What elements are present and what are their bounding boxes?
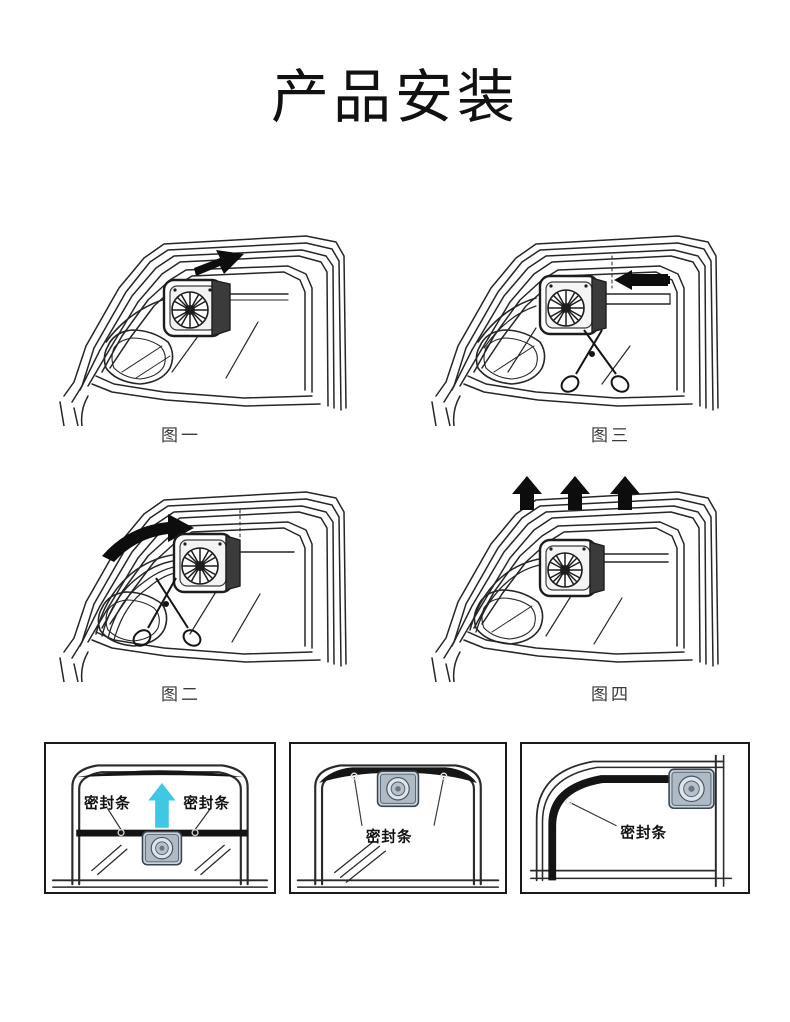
solar-fan-device	[376, 770, 420, 808]
figure-4: 图四	[416, 452, 766, 710]
solar-fan-device	[162, 278, 231, 338]
seal-label-right-panel: 密封条	[620, 823, 667, 841]
figure-3-illustration	[431, 235, 719, 426]
solar-fan-device	[141, 830, 183, 866]
figure-4-illustration	[431, 476, 719, 682]
seal-panel-1-illustration: 密封条 密封条	[51, 764, 269, 888]
seal-label-right: 密封条	[183, 794, 230, 812]
seal-panel-1: 密封条 密封条	[44, 742, 276, 894]
solar-fan-device	[538, 274, 607, 336]
page-title: 产品安装	[270, 63, 519, 131]
figure-2-illustration	[59, 491, 347, 682]
seal-panel-3-illustration: 密封条	[529, 754, 733, 888]
figure-2: 图二	[44, 452, 394, 710]
figure-1: 图一	[44, 196, 394, 454]
figure-3-arrow-icon	[612, 270, 670, 290]
figure-3: 图三	[416, 196, 766, 454]
figure-2-caption: 图二	[161, 685, 201, 705]
installation-figure-grid: 图一	[34, 196, 756, 716]
seal-strip-panel-row: 密封条 密封条	[44, 742, 750, 894]
figure-2-arrow-icon	[102, 514, 194, 562]
figure-1-illustration	[59, 235, 347, 426]
figure-1-caption: 图一	[161, 426, 201, 446]
figure-4-arrow-icons	[512, 476, 640, 510]
seal-panel-2: 密封条	[289, 742, 507, 894]
seal-panel-2-illustration: 密封条	[296, 764, 500, 888]
scissors-icon	[132, 577, 202, 647]
seal-label-left: 密封条	[84, 794, 131, 812]
solar-fan-device	[172, 532, 241, 594]
solar-fan-device	[538, 538, 605, 598]
figure-3-caption: 图三	[591, 426, 631, 446]
seal-label-center: 密封条	[366, 827, 413, 845]
seal-panel-3: 密封条	[520, 742, 750, 894]
figure-1-arrow-icon	[194, 250, 244, 276]
seal-panel-1-arrow-icon	[148, 782, 176, 828]
solar-fan-device	[668, 768, 715, 810]
figure-4-caption: 图四	[591, 685, 631, 705]
scissors-icon	[560, 329, 630, 393]
